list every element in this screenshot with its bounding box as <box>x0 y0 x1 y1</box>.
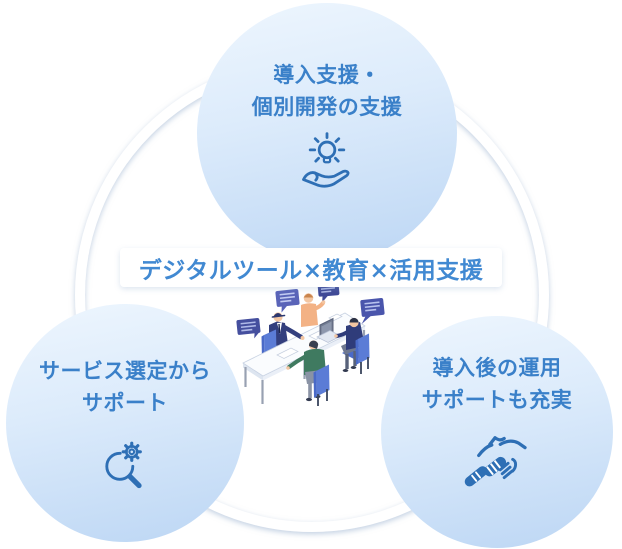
feature-circle-bottom-right: 導入後の運用 サポートも充実 <box>381 316 613 548</box>
handshake-icon <box>464 436 527 487</box>
feature-title-bl-line1: サービス選定から <box>39 359 211 383</box>
feature-title-top-line1: 導入支援・ <box>273 63 381 87</box>
person-standing <box>301 293 326 327</box>
feature-title-bottom-left: サービス選定から サポート <box>39 356 211 420</box>
gear-search-icon <box>105 441 142 488</box>
center-label: デジタルツール×教育×活用支援 <box>120 248 502 287</box>
chair-front <box>313 364 330 406</box>
feature-title-top: 導入支援・ 個別開発の支援 <box>252 60 403 124</box>
isometric-meeting-illustration <box>236 281 385 406</box>
feature-title-br-line1: 導入後の運用 <box>432 356 562 380</box>
feature-circle-top: 導入支援・ 個別開発の支援 <box>197 3 457 263</box>
feature-title-bottom-right: 導入後の運用 サポートも充実 <box>422 353 573 417</box>
feature-title-br-line2: サポートも充実 <box>421 387 573 412</box>
speech-bubble-icon <box>360 297 385 325</box>
chair-right <box>355 333 370 374</box>
feature-title-bl-line2: サポート <box>82 390 168 415</box>
idea-hand-icon <box>302 132 350 188</box>
feature-title-top-line2: 個別開発の支援 <box>251 94 403 119</box>
speech-bubble-icon <box>275 288 300 313</box>
speech-bubble-icon <box>236 317 261 339</box>
feature-circle-bottom-left: サービス選定から サポート <box>6 304 244 542</box>
